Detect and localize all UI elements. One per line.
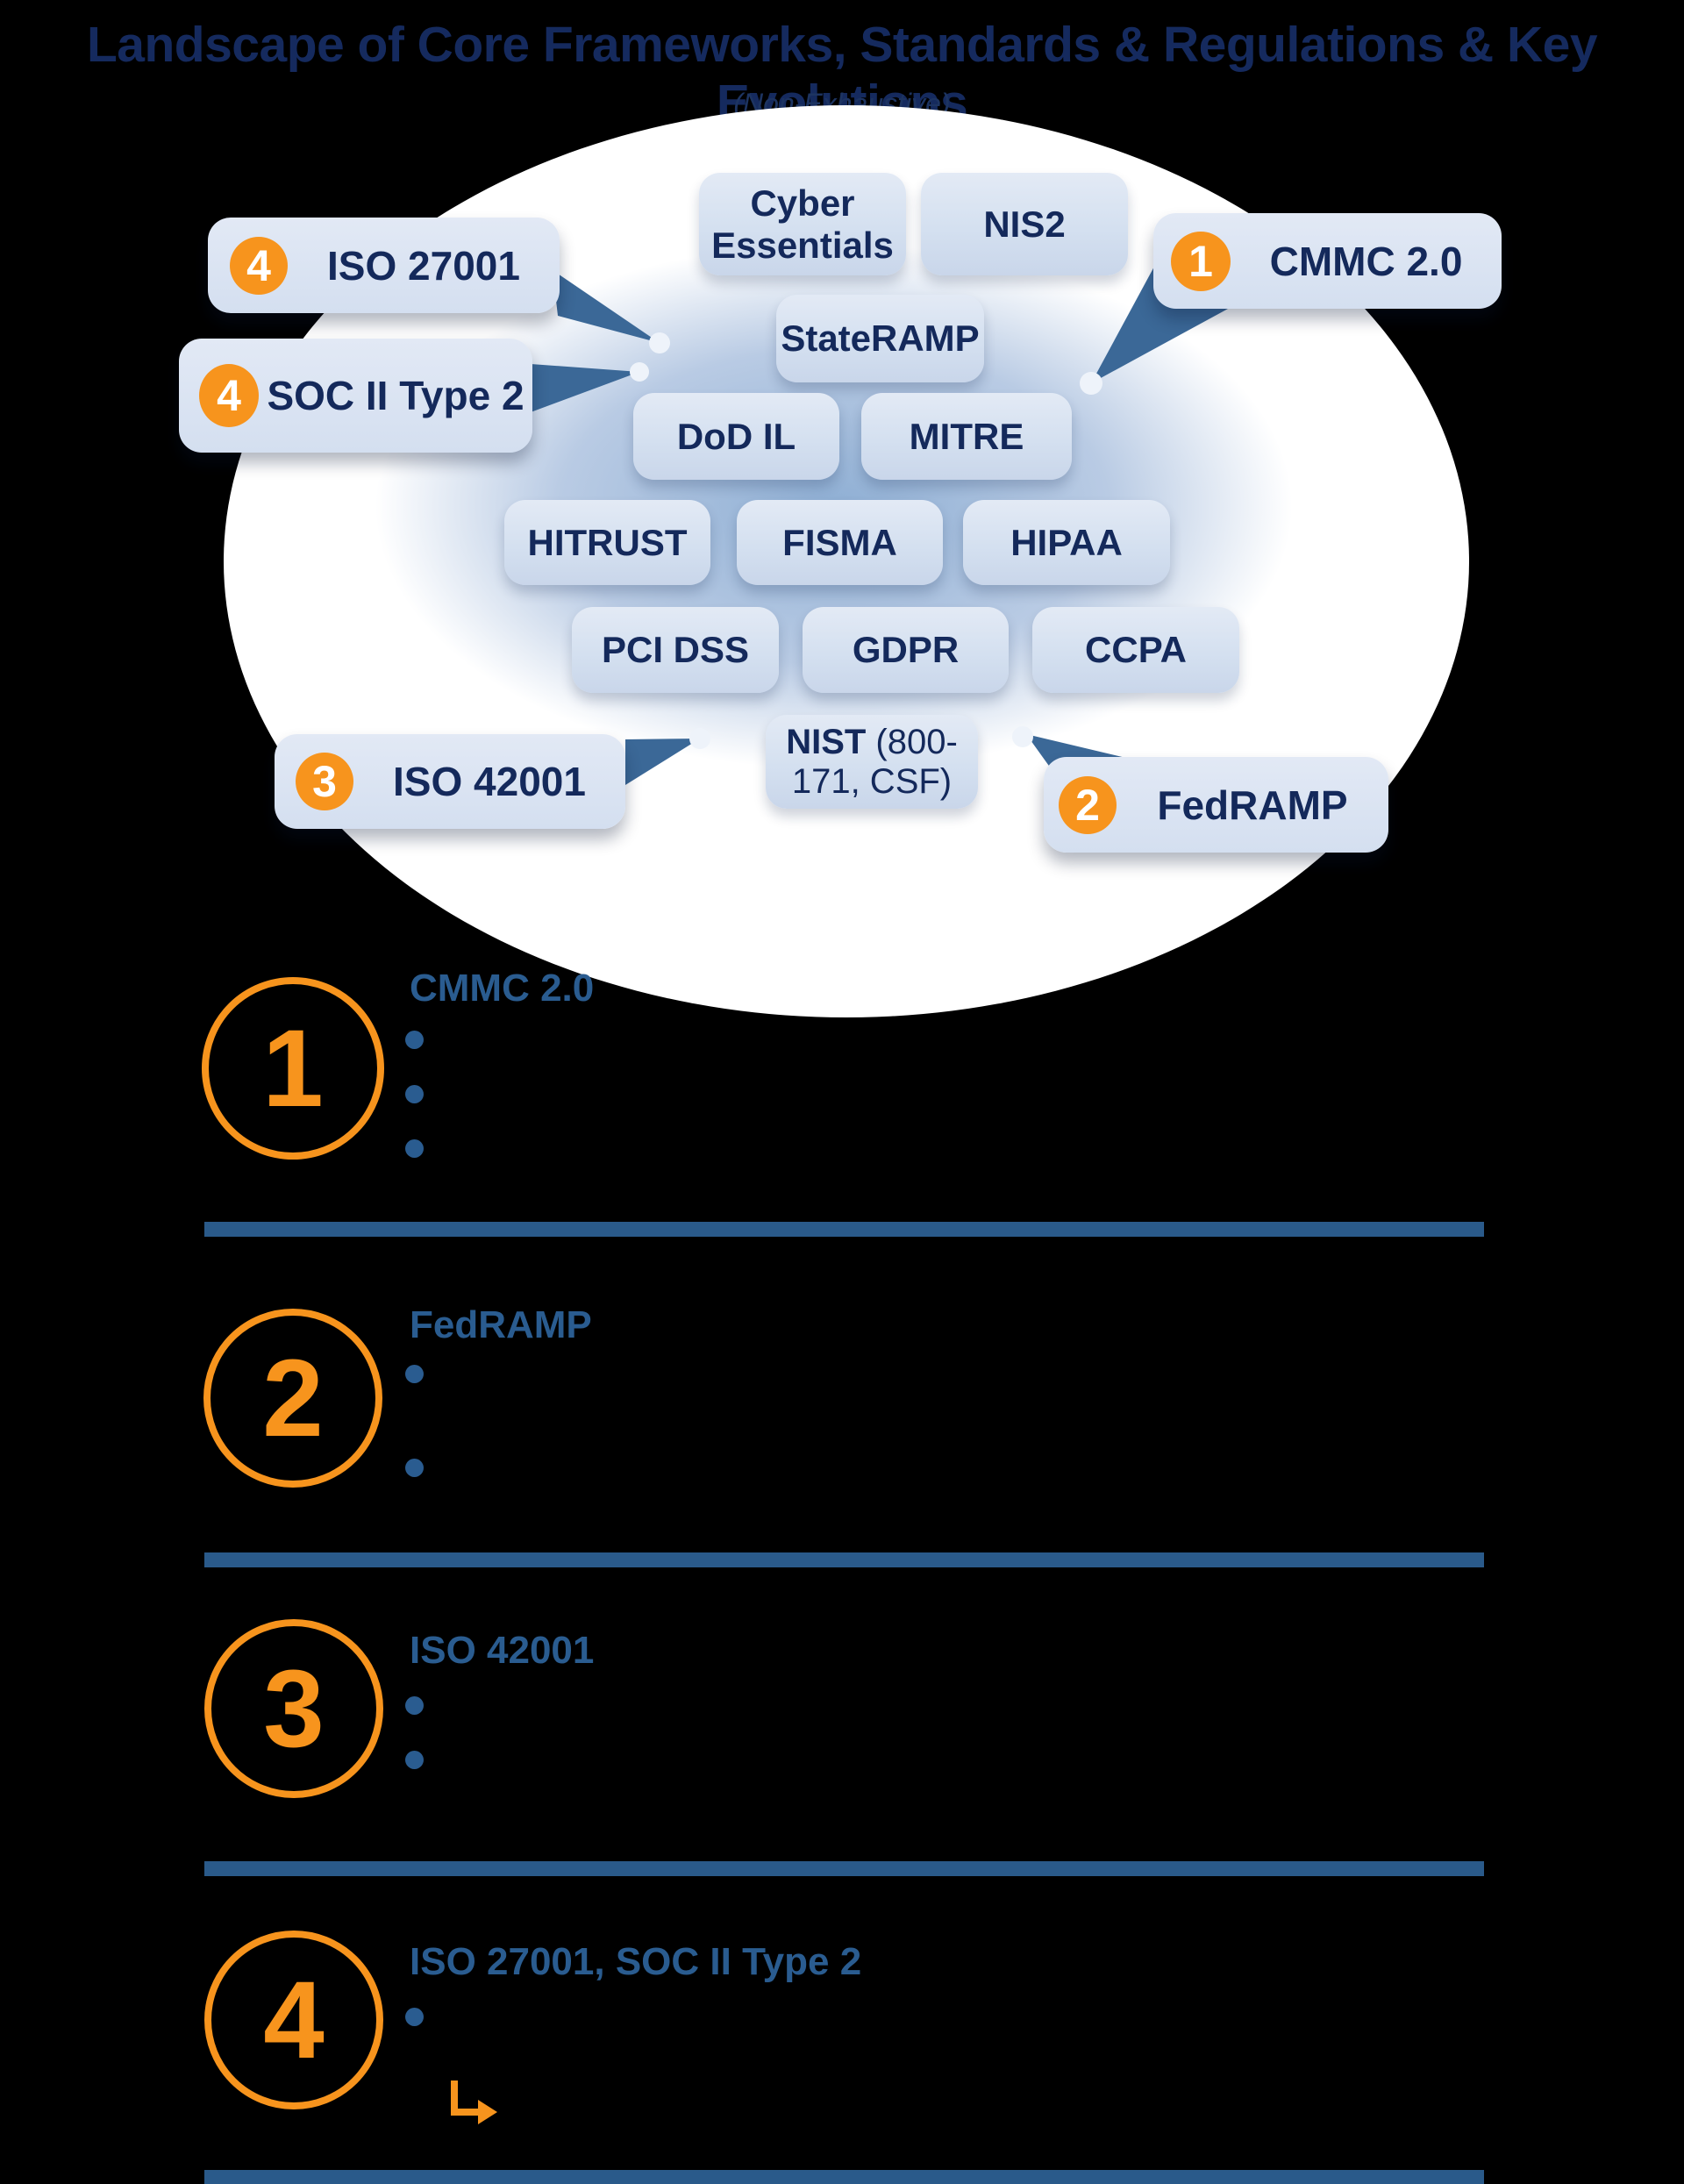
bullet-dot [405, 1139, 424, 1158]
framework-box-mitre: MITRE [861, 393, 1072, 480]
anchor-dot-cmmc [1080, 372, 1102, 395]
anchor-dot-iso27001 [649, 332, 670, 353]
bullet-dot [405, 2008, 424, 2026]
nist-label: NIST (800-171, CSF) [786, 722, 958, 801]
bullet-dot [405, 1751, 424, 1769]
section-3-number-circle: 3 [204, 1619, 383, 1798]
framework-box-ccpa: CCPA [1032, 607, 1239, 693]
section-4-bullets [405, 2008, 424, 2026]
callout-badge-cmmc: 1 [1171, 231, 1231, 291]
callout-badge-iso42001: 3 [296, 753, 353, 810]
anchor-dot-fedramp [1012, 726, 1033, 747]
callout-badge-soc2: 4 [199, 364, 259, 427]
framework-box-fisma: FISMA [737, 500, 943, 585]
framework-box-stateramp: StateRAMP [776, 295, 984, 382]
framework-box-pci-dss: PCI DSS [572, 607, 779, 693]
section-4-number: 4 [263, 1959, 325, 2081]
bullet-dot [405, 1085, 424, 1103]
section-4-number-circle: 4 [204, 1931, 383, 2109]
callout-fedramp: 2 FedRAMP [1044, 757, 1388, 853]
bullet-dot [405, 1459, 424, 1477]
section-divider-4 [204, 2170, 1484, 2184]
section-2-number-circle: 2 [203, 1309, 382, 1488]
callout-label-cmmc: CMMC 2.0 [1269, 238, 1463, 284]
callout-iso42001: 3 ISO 42001 [275, 734, 625, 829]
pointer-wedge-iso27001 [553, 270, 660, 343]
page-title: Landscape of Core Frameworks, Standards … [86, 17, 1598, 131]
callout-soc2: 4 SOC II Type 2 [179, 339, 532, 453]
section-2-title: FedRAMP [410, 1303, 592, 1346]
framework-box-cyber-essentials: Cyber Essentials [699, 173, 906, 275]
section-1-number-circle: 1 [202, 977, 384, 1160]
section-divider-1 [204, 1222, 1484, 1237]
section-2-bullets [405, 1365, 424, 1552]
section-3-title: ISO 42001 [410, 1629, 595, 1672]
pointer-wedge-iso42001 [625, 739, 700, 785]
callout-label-iso42001: ISO 42001 [393, 759, 586, 804]
callout-badge-fedramp: 2 [1059, 775, 1117, 834]
section-4-title: ISO 27001, SOC II Type 2 [410, 1940, 862, 1983]
framework-box-nist: NIST (800-171, CSF) [766, 715, 978, 809]
callout-label-iso27001: ISO 27001 [327, 242, 520, 289]
anchor-dot-iso42001 [689, 728, 710, 749]
callout-cmmc: 1 CMMC 2.0 [1153, 213, 1502, 309]
bullet-dot [405, 1696, 424, 1715]
section-divider-2 [204, 1552, 1484, 1567]
section-2-number: 2 [262, 1337, 324, 1460]
framework-box-hipaa: HIPAA [963, 500, 1170, 585]
section-3-bullets [405, 1696, 424, 1805]
callout-iso27001: 4 ISO 27001 [208, 218, 560, 313]
section-1-title: CMMC 2.0 [410, 967, 595, 1010]
sub-item-arrow-icon [451, 2081, 497, 2124]
section-3-number: 3 [263, 1647, 325, 1770]
pointer-wedge-soc2 [531, 364, 639, 412]
framework-box-dod-il: DoD IL [633, 393, 839, 480]
framework-box-nis2: NIS2 [921, 173, 1128, 275]
callout-badge-iso27001: 4 [230, 236, 288, 295]
callout-label-soc2: SOC II Type 2 [267, 373, 524, 418]
section-1-bullets [405, 1031, 424, 1194]
bullet-dot [405, 1031, 424, 1049]
section-divider-3 [204, 1861, 1484, 1876]
section-1-number: 1 [262, 1007, 324, 1130]
framework-box-hitrust: HITRUST [504, 500, 710, 585]
callout-label-fedramp: FedRAMP [1157, 782, 1348, 828]
anchor-dot-soc2 [630, 362, 649, 382]
framework-box-gdpr: GDPR [803, 607, 1009, 693]
bullet-dot [405, 1365, 424, 1383]
